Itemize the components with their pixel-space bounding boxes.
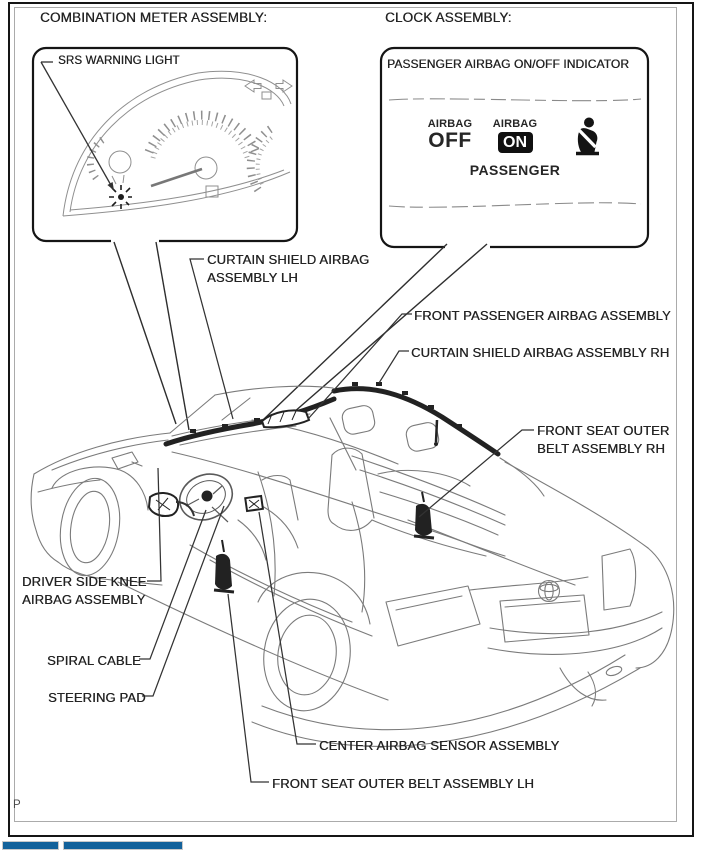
clock-heading: CLOCK ASSEMBLY:	[385, 10, 512, 25]
seatbelt-occupant-icon	[576, 117, 599, 156]
label-front-passenger-airbag: FRONT PASSENGER AIRBAG ASSEMBLY	[414, 308, 671, 323]
figure-frame	[14, 7, 677, 822]
srs-warning-icon	[109, 185, 132, 209]
meter-cluster-art	[62, 70, 293, 217]
label-knee-airbag-line1: DRIVER SIDE KNEE	[22, 574, 147, 589]
passenger-label: PASSENGER	[469, 162, 561, 178]
car-line-art	[30, 385, 675, 747]
label-belt-rh-line1: FRONT SEAT OUTER	[537, 423, 670, 438]
airbag-off-value: OFF	[428, 129, 472, 152]
label-knee-airbag-line2: AIRBAG ASSEMBLY	[22, 592, 146, 607]
page-mark: P	[13, 799, 21, 811]
callout-leader-lines	[139, 258, 534, 783]
combination-meter-heading: COMBINATION METER ASSEMBLY:	[40, 10, 268, 25]
label-spiral-cable: SPIRAL CABLE	[47, 653, 141, 668]
airbag-on-indicator: AIRBAG ON	[492, 118, 538, 153]
toyota-emblem-icon	[537, 579, 561, 603]
label-center-airbag-sensor: CENTER AIRBAG SENSOR ASSEMBLY	[319, 738, 560, 753]
airbag-off-indicator: AIRBAG OFF	[427, 118, 473, 152]
passenger-airbag-indicator-title: PASSENGER AIRBAG ON/OFF INDICATOR	[387, 57, 630, 71]
driver-knee-airbag-drawing	[147, 492, 195, 517]
front-passenger-airbag-drawing	[260, 409, 311, 429]
airbag-on-word: AIRBAG	[492, 118, 538, 130]
callout-box-tails	[113, 241, 488, 431]
label-steering-pad: STEERING PAD	[48, 690, 146, 705]
airbag-components	[147, 382, 501, 594]
front-seat-belt-rh-drawing	[413, 491, 435, 540]
steering-wheel-art	[178, 473, 234, 523]
center-airbag-sensor-drawing	[244, 494, 265, 513]
label-belt-rh-line2: BELT ASSEMBLY RH	[537, 441, 665, 456]
combination-meter-callout-box	[31, 46, 299, 245]
label-curtain-shield-rh: CURTAIN SHIELD AIRBAG ASSEMBLY RH	[411, 345, 670, 360]
airbag-on-value: ON	[497, 132, 533, 153]
label-curtain-shield-lh-line1: CURTAIN SHIELD AIRBAG	[207, 252, 370, 267]
turn-signal-arrows-icon	[244, 79, 293, 100]
srs-warning-light-label: SRS WARNING LIGHT	[58, 55, 180, 67]
steering-pad-drawing	[201, 490, 213, 502]
clock-display-separators	[388, 98, 642, 208]
front-seat-belt-lh-drawing	[213, 539, 235, 594]
srs-label-leader-arrow	[40, 61, 114, 191]
airbag-off-word: AIRBAG	[427, 118, 473, 130]
curtain-shield-airbag-rh-drawing	[331, 382, 501, 457]
label-belt-lh: FRONT SEAT OUTER BELT ASSEMBLY LH	[272, 776, 534, 791]
label-curtain-shield-lh-line2: ASSEMBLY LH	[207, 270, 298, 285]
